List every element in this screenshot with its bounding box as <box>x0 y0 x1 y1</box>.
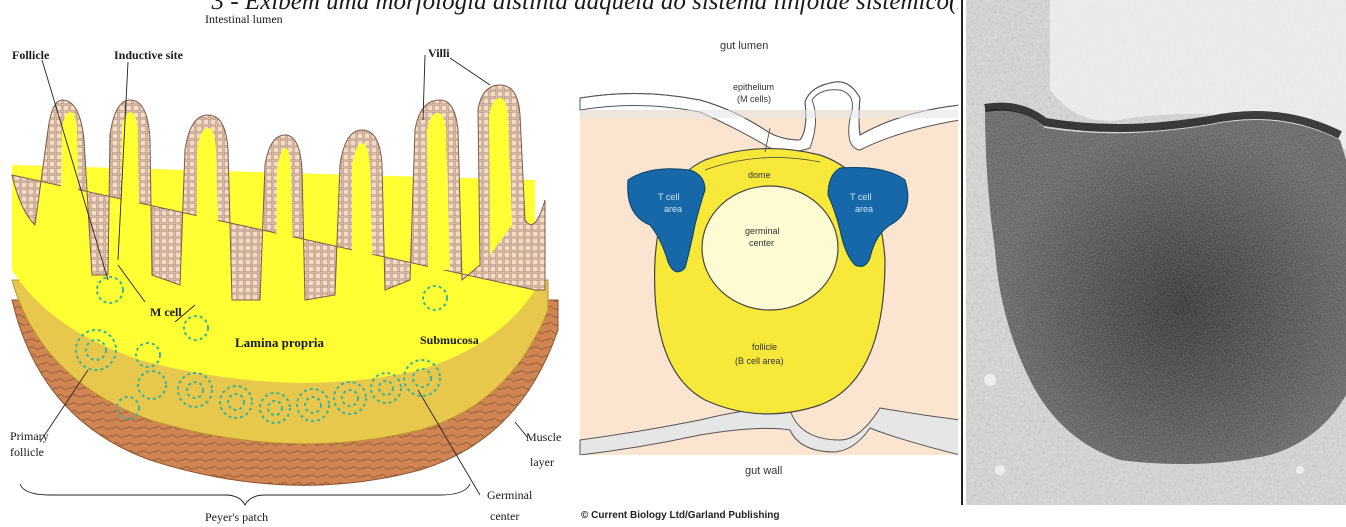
histology-micrograph <box>0 0 1346 527</box>
